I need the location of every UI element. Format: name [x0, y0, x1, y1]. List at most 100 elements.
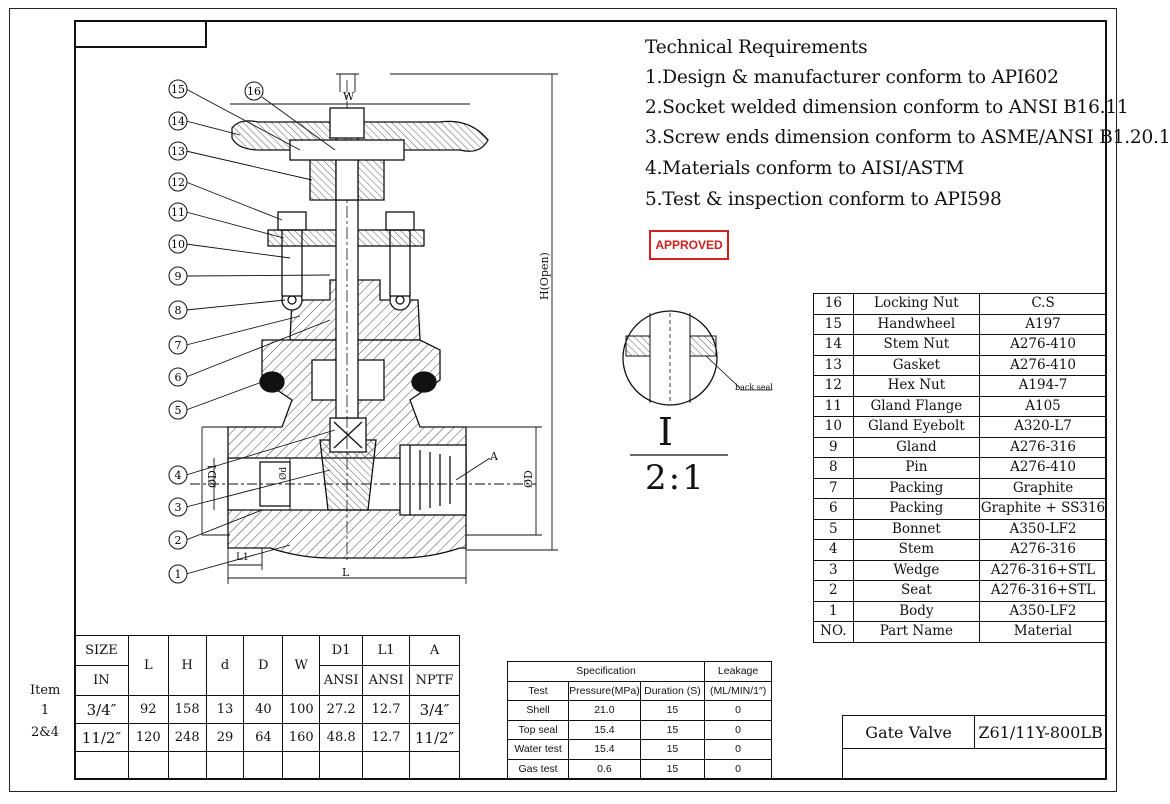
svg-text:1: 1: [175, 568, 182, 581]
parts-header-no: NO.: [813, 621, 854, 643]
svg-text:8: 8: [175, 304, 182, 317]
part-material: A276-410: [979, 457, 1107, 479]
callout-12: 12: [168, 172, 188, 192]
part-material: Graphite + SS316: [979, 498, 1107, 520]
part-no: 15: [813, 313, 854, 335]
svg-text:6: 6: [175, 371, 182, 384]
spec-col-duration: Duration (S): [639, 680, 706, 701]
part-name: Body: [852, 600, 981, 622]
part-material: A350-LF2: [979, 600, 1107, 622]
part-name: Gland Eyebolt: [852, 416, 981, 438]
dim-header-dd: D: [243, 635, 284, 696]
spec-cell: 21.0: [568, 700, 641, 721]
dim-cell: 11/2″: [74, 723, 129, 752]
spec-table: Specification Leakage Test Pressure(MPa)…: [506, 661, 772, 779]
part-material: A320-L7: [979, 416, 1107, 438]
requirement-2: 2.Socket welded dimension conform to ANS…: [645, 97, 1129, 118]
part-material: A350-LF2: [979, 518, 1107, 540]
outer-frame: [9, 8, 1117, 792]
part-no: 9: [813, 436, 854, 458]
part-material: A276-316: [979, 539, 1107, 561]
svg-text:4: 4: [175, 469, 182, 482]
dim-cell: 29: [205, 723, 245, 752]
dim-cell: 160: [282, 723, 321, 752]
part-material: A276-316+STL: [979, 580, 1107, 602]
part-name: Locking Nut: [852, 293, 981, 315]
dimensions-table: SIZE L H d D W D1 L1 A IN ANSI ANSI NPTF…: [74, 635, 460, 780]
spec-cell: 0: [704, 700, 772, 721]
dimension-lines: [190, 73, 558, 584]
svg-text:16: 16: [247, 85, 261, 98]
part-name: Gland Flange: [852, 395, 981, 417]
approved-stamp: APPROVED: [649, 230, 729, 260]
parts-header-name: Part Name: [852, 621, 981, 643]
part-name: Bonnet: [852, 518, 981, 540]
dim-cell: 13: [205, 695, 245, 724]
part-no: 3: [813, 559, 854, 581]
dim-cell: 48.8: [319, 723, 364, 752]
dim-header-size: SIZE: [74, 635, 129, 666]
callout-3: 3: [168, 497, 188, 517]
part-no: 8: [813, 457, 854, 479]
item-1: 1: [40, 703, 50, 718]
dim-sub-ansi-2: ANSI: [362, 665, 411, 696]
corner-box: [74, 20, 207, 48]
spec-cell: 0: [704, 739, 772, 760]
spec-cell: Top seal: [506, 719, 570, 740]
svg-text:3: 3: [175, 501, 182, 514]
requirement-4: 4.Materials conform to AISI/ASTM: [645, 158, 965, 179]
svg-text:5: 5: [175, 404, 182, 417]
svg-text:13: 13: [171, 145, 185, 158]
part-material: A276-410: [979, 334, 1107, 356]
callout-11: 11: [168, 202, 188, 222]
part-material: C.S: [979, 293, 1107, 315]
dim-cell: 158: [167, 695, 207, 724]
item-label: Item: [30, 683, 61, 698]
callout-2: 2: [168, 530, 188, 550]
callout-4: 4: [168, 465, 188, 485]
svg-text:10: 10: [171, 238, 185, 251]
callout-5: 5: [168, 400, 188, 420]
svg-text:12: 12: [171, 176, 185, 189]
spec-cell: 0.6: [568, 758, 641, 779]
part-no: 12: [813, 375, 854, 397]
back-seal-note: back seal: [735, 383, 773, 392]
part-no: 11: [813, 395, 854, 417]
dim-a-label: A: [489, 450, 499, 463]
dim-l1-label: L1: [236, 552, 249, 563]
svg-text:2: 2: [175, 534, 182, 547]
detail-view: [622, 310, 772, 456]
callout-15: 15: [168, 79, 188, 99]
callout-8: 8: [168, 300, 188, 320]
spec-col-leakage: (ML/MIN/1″): [704, 680, 772, 701]
dim-sub-nptf: NPTF: [409, 665, 460, 696]
spec-cell: Gas test: [506, 758, 570, 779]
dim-sub-ansi-1: ANSI: [319, 665, 364, 696]
requirement-1: 1.Design & manufacturer conform to API60…: [645, 67, 1059, 88]
part-name: Wedge: [852, 559, 981, 581]
callout-14: 14: [168, 111, 188, 131]
spec-cell: 15: [639, 719, 706, 740]
callout-10: 10: [168, 234, 188, 254]
part-name: Stem Nut: [852, 334, 981, 356]
part-name: Gasket: [852, 354, 981, 376]
callout-13: 13: [168, 141, 188, 161]
part-name: Packing: [852, 498, 981, 520]
leader-lines: [185, 88, 336, 575]
leakage-header: Leakage: [704, 661, 772, 682]
requirement-5: 5.Test & inspection conform to API598: [645, 189, 1002, 210]
svg-text:15: 15: [171, 83, 185, 96]
dim-l-label: L: [342, 566, 350, 579]
dim-cell: 100: [282, 695, 321, 724]
svg-text:9: 9: [175, 270, 182, 283]
